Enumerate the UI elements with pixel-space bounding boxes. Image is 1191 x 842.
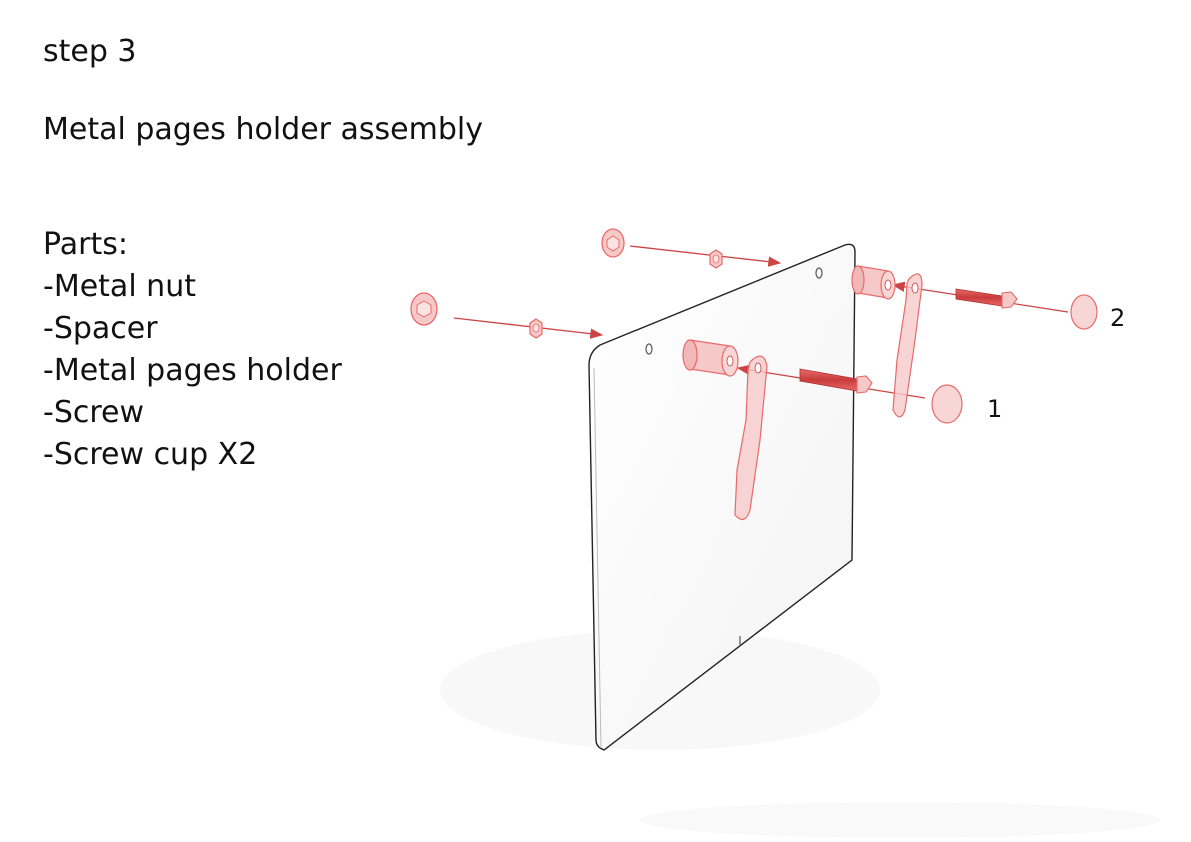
parts-heading: Parts: [43, 227, 128, 262]
arrow-upper-nut [629, 245, 782, 267]
part-item-metal-nut: -Metal nut [43, 269, 196, 304]
parts-list: Parts: -Metal nut -Spacer -Metal pages h… [43, 224, 342, 476]
floor-shadow [440, 630, 1160, 838]
part-item-spacer: -Spacer [43, 311, 158, 346]
screw-cup-1 [931, 384, 963, 424]
hex-nut-upper [709, 249, 723, 269]
callout-2: 2 [1110, 304, 1125, 332]
metal-nut-lower [410, 292, 438, 326]
spacer-lower [682, 339, 739, 377]
pages-holder-arm-upper [892, 273, 923, 418]
assembly-title: Metal pages holder assembly [43, 112, 483, 147]
metal-plate [588, 243, 856, 751]
hex-nut-lower [529, 318, 543, 339]
part-item-metal-pages-holder: -Metal pages holder [43, 353, 342, 388]
step-label: step 3 [43, 34, 137, 69]
screw-lower [799, 368, 873, 394]
screw-cup-2 [1070, 294, 1098, 330]
plate-hole-left [645, 343, 653, 355]
pages-holder-arm-lower [734, 355, 768, 521]
spacer-upper [851, 265, 896, 300]
part-item-screw: -Screw [43, 395, 145, 430]
callout-1: 1 [987, 395, 1002, 423]
metal-nut-upper [601, 228, 625, 258]
part-item-screw-cup: -Screw cup X2 [43, 437, 258, 472]
screw-upper [955, 288, 1018, 309]
plate-hole-right [815, 267, 823, 279]
arrow-lower-nut [453, 317, 604, 339]
